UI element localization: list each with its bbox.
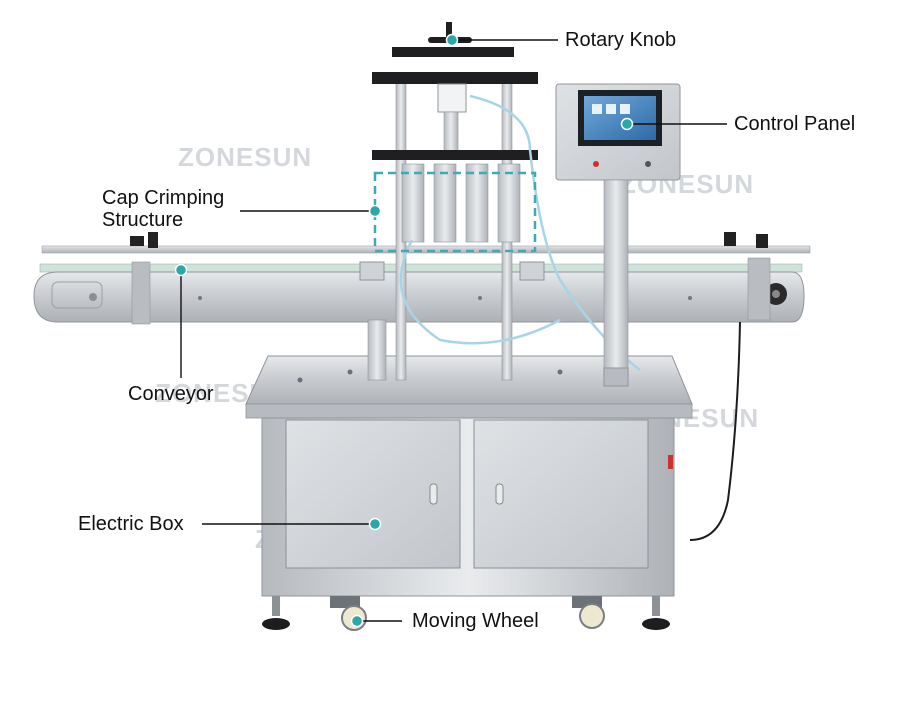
leader-lines: [180, 39, 727, 622]
moving-wheel-label: Moving Wheel: [412, 610, 539, 632]
cap-crimping-label-line2: Structure: [102, 209, 184, 231]
electric-box-label: Electric Box: [78, 513, 184, 535]
marker-dot-moving-wheel: [350, 614, 364, 628]
crimping-head: [359, 22, 641, 381]
cabinet: [245, 355, 693, 631]
marker-dot-electric-box: [368, 517, 382, 531]
control-panel-label: Control Panel: [734, 113, 856, 135]
marker-dots: [174, 33, 634, 628]
marker-dot-rotary-knob: [445, 33, 459, 47]
rotary-knob-label: Rotary Knob: [565, 29, 677, 51]
marker-dot-control-panel: [620, 117, 634, 131]
control-panel-assembly: [555, 83, 741, 541]
cap-crimping-label-line1: Cap Crimping: [102, 187, 225, 209]
conveyor-label: Conveyor: [128, 383, 214, 405]
conveyor-assembly: [33, 232, 811, 325]
marker-dot-cap-crimping: [368, 204, 382, 218]
watermark-text: ZONESUN: [178, 142, 312, 172]
marker-dot-conveyor: [174, 263, 188, 277]
